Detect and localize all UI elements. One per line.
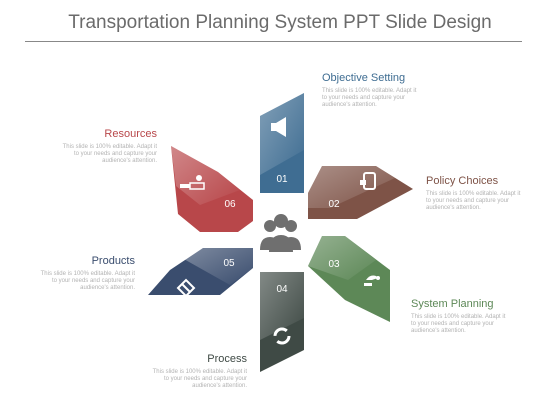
description-policy-choices: This slide is 100% editable. Adapt it to… — [426, 191, 521, 211]
label-process: Process — [207, 353, 247, 365]
petal-number-02: 02 — [328, 199, 340, 210]
petal-04: 04 — [260, 272, 304, 372]
people-group-icon — [260, 214, 301, 252]
hand-giving-icon — [364, 275, 380, 286]
description-products: This slide is 100% editable. Adapt it to… — [40, 271, 135, 291]
petal-01: 01 — [260, 93, 304, 193]
handshake-icon — [176, 278, 196, 298]
petal-number-04: 04 — [276, 284, 288, 295]
petal-number-05: 05 — [223, 258, 235, 269]
petal-number-01: 01 — [276, 174, 288, 185]
label-resources: Resources — [104, 128, 157, 140]
description-objective-setting: This slide is 100% editable. Adapt it to… — [322, 88, 417, 108]
title-divider — [25, 41, 522, 42]
petal-05: 05 — [148, 248, 253, 298]
label-objective-setting: Objective Setting — [322, 72, 406, 84]
slide-title: Transportation Planning System PPT Slide… — [68, 12, 492, 33]
description-resources: This slide is 100% editable. Adapt it to… — [62, 144, 157, 164]
label-system-planning: System Planning — [411, 298, 494, 310]
refresh-arrows-icon — [273, 327, 291, 345]
petal-number-06: 06 — [224, 199, 236, 210]
petal-number-03: 03 — [328, 259, 340, 270]
description-process: This slide is 100% editable. Adapt it to… — [152, 369, 247, 389]
label-policy-choices: Policy Choices — [426, 175, 499, 187]
petal-03: 03 — [308, 236, 390, 322]
megaphone-icon — [271, 117, 286, 137]
petal-06: 06 — [171, 146, 253, 232]
label-products: Products — [91, 255, 135, 267]
description-system-planning: This slide is 100% editable. Adapt it to… — [411, 314, 506, 334]
petal-02: 02 — [308, 166, 413, 219]
mobile-phone-icon — [360, 172, 376, 190]
money-hand-icon — [180, 175, 205, 190]
